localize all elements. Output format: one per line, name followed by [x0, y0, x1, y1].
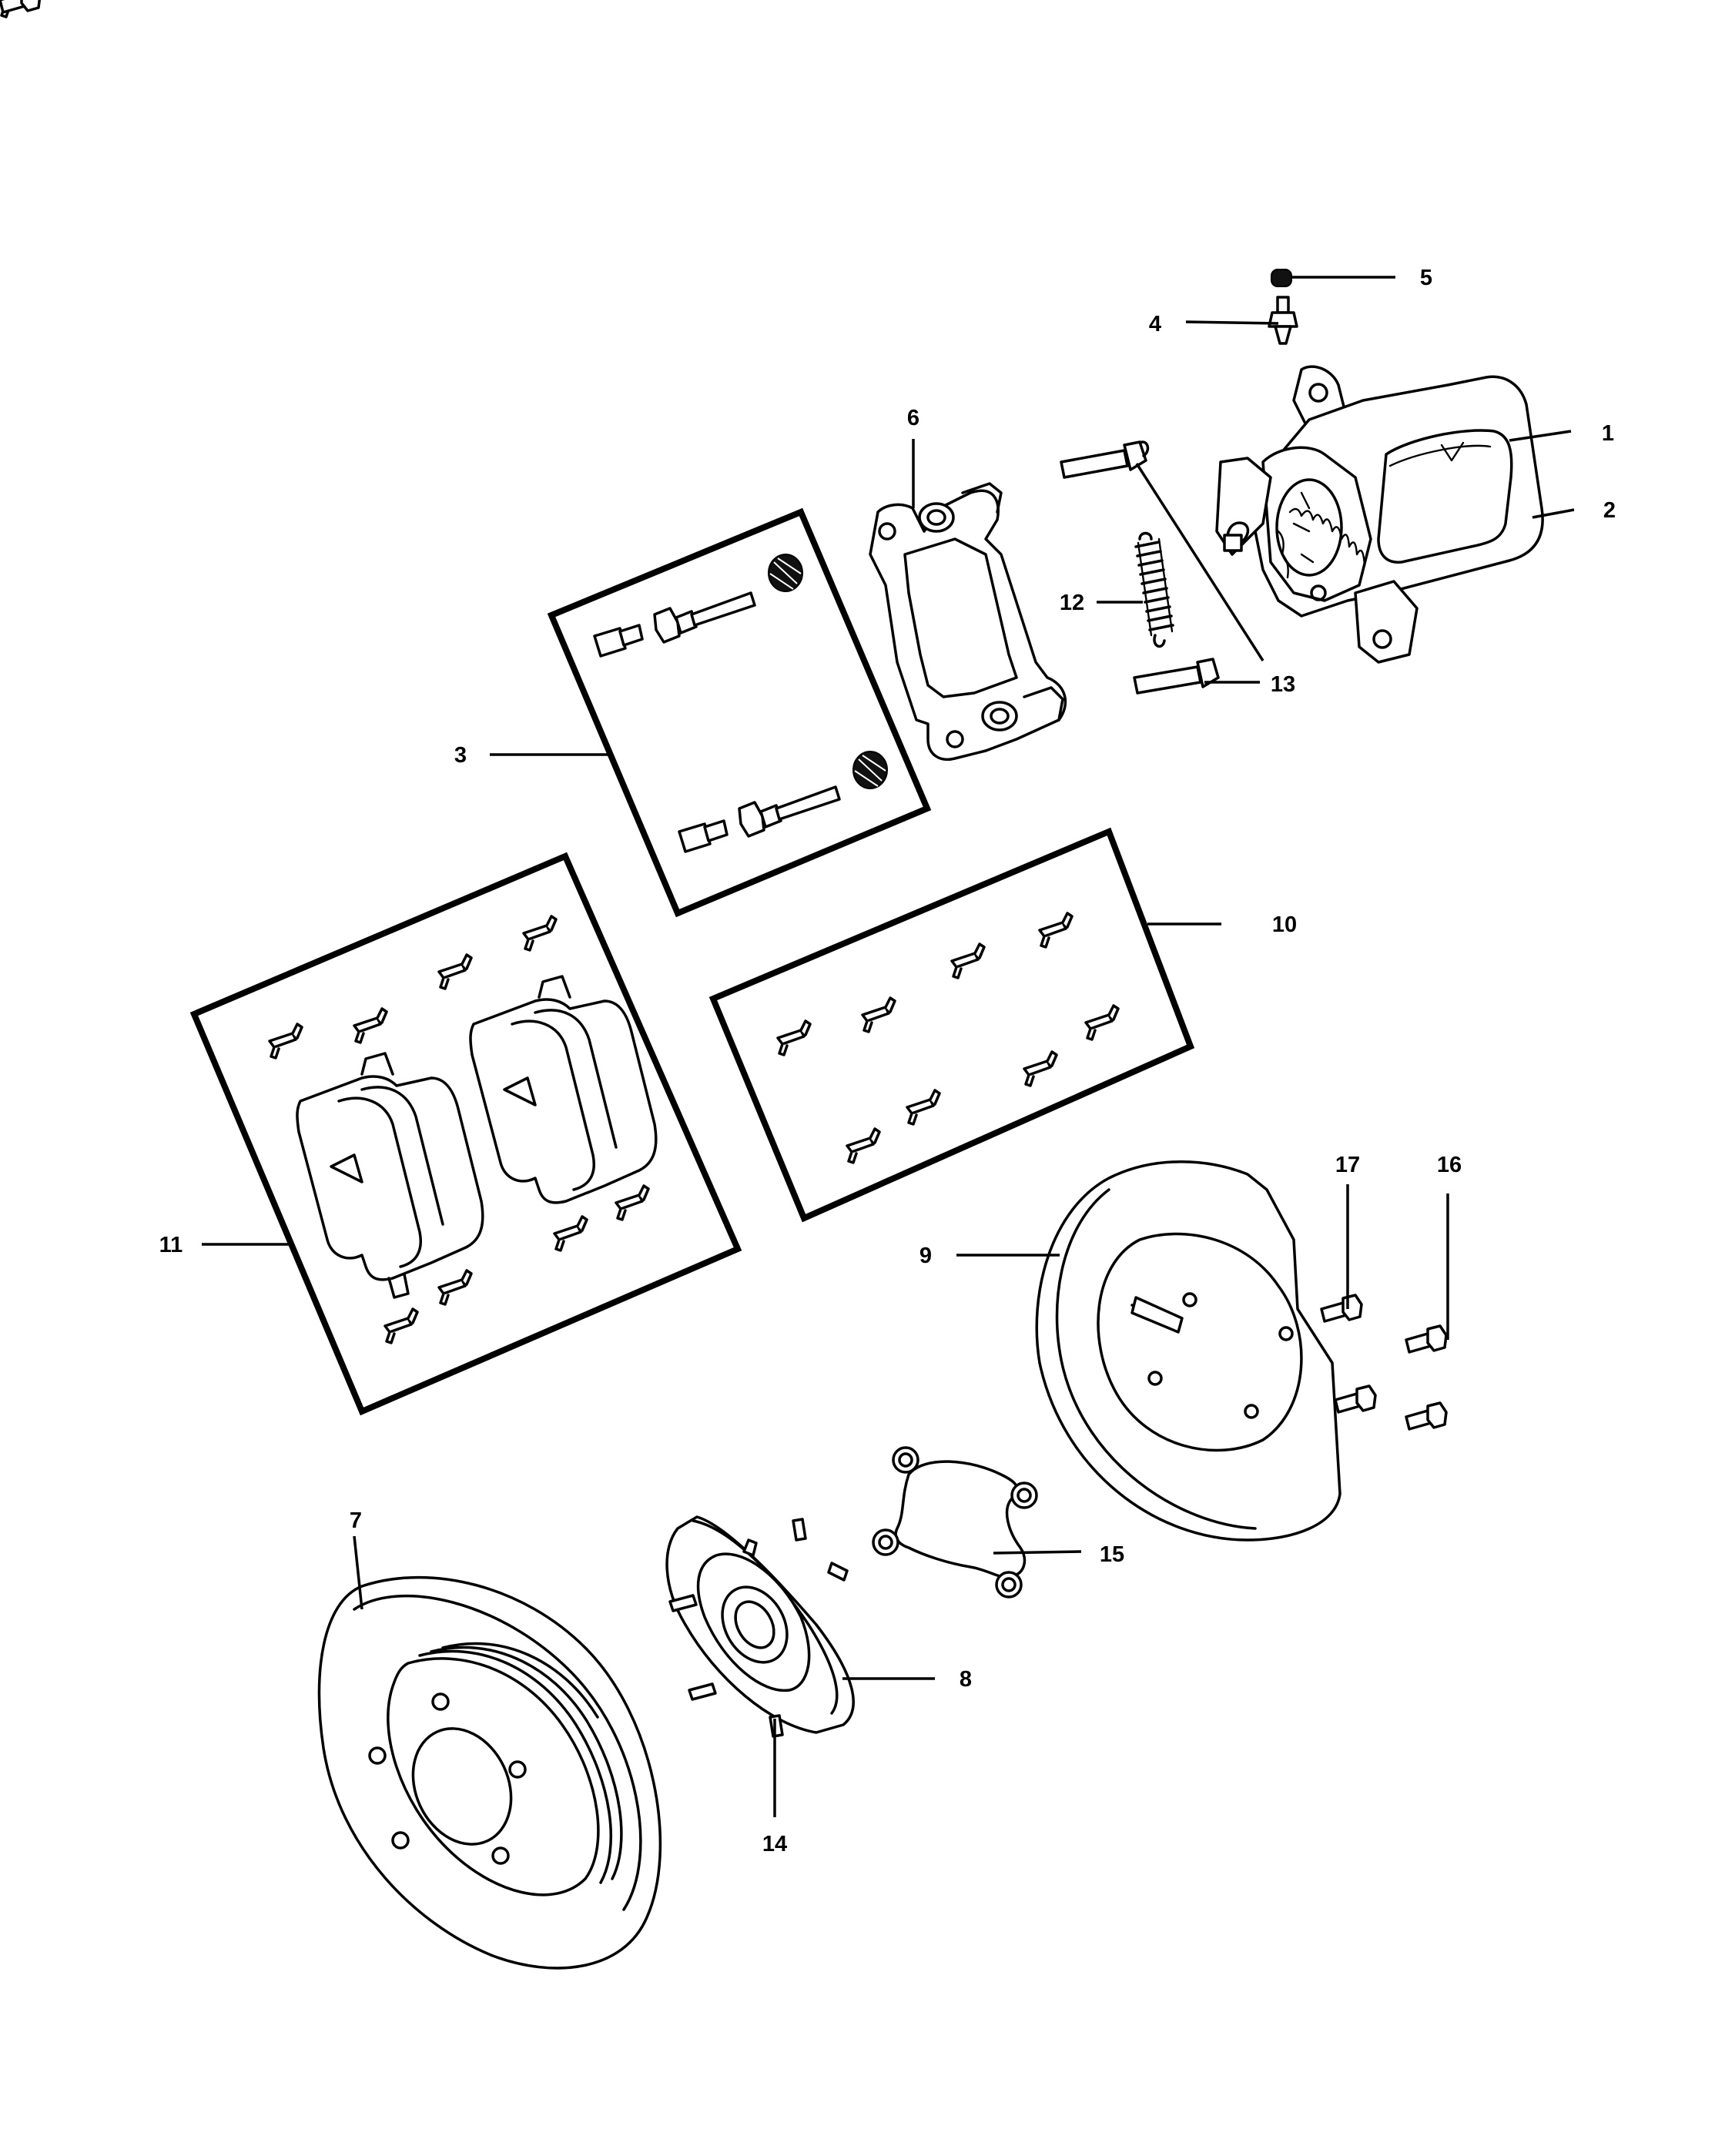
callout-labels: 1 2 3 4 5 6 7 8 9 10 11 12 13 14 15 16 1…	[159, 266, 1616, 1856]
callout-14: 14	[762, 1832, 787, 1856]
callout-10: 10	[1272, 912, 1297, 937]
callout-5: 5	[1420, 266, 1432, 290]
callout-11: 11	[159, 1233, 183, 1257]
part-12-tension-spring	[1134, 531, 1174, 648]
callout-16: 16	[1437, 1153, 1462, 1177]
leader-lines	[202, 276, 1575, 1817]
part-9-dust-shield	[1035, 1160, 1341, 1542]
part-13-guide-pins	[1060, 440, 1220, 695]
callout-4: 4	[1149, 312, 1161, 336]
part-3-guide-pin-kit	[547, 507, 932, 918]
callout-2: 2	[1603, 498, 1616, 523]
callout-3: 3	[454, 743, 467, 768]
part-1-2-caliper-assembly	[1215, 365, 1544, 664]
part-15-hub-gasket	[872, 1446, 1038, 1599]
part-16-17-shield-bolts	[0, 0, 1448, 1431]
callout-17: 17	[1335, 1153, 1360, 1177]
callout-9: 9	[919, 1244, 932, 1268]
part-8-hub-bearing	[665, 1515, 855, 1738]
part-5-bleeder-cap	[1271, 269, 1292, 287]
part-4-bleeder-screw	[1268, 296, 1298, 345]
callout-13: 13	[1271, 672, 1295, 697]
callout-7: 7	[350, 1508, 362, 1533]
callout-6: 6	[907, 406, 919, 430]
callout-15: 15	[1100, 1542, 1124, 1567]
part-7-brake-rotor	[317, 1575, 662, 1970]
callout-12: 12	[1060, 591, 1084, 615]
callout-8: 8	[960, 1667, 972, 1692]
part-11-brake-pad-set	[189, 852, 742, 1416]
part-6-caliper-bracket	[869, 482, 1067, 761]
callout-1: 1	[1602, 421, 1614, 446]
